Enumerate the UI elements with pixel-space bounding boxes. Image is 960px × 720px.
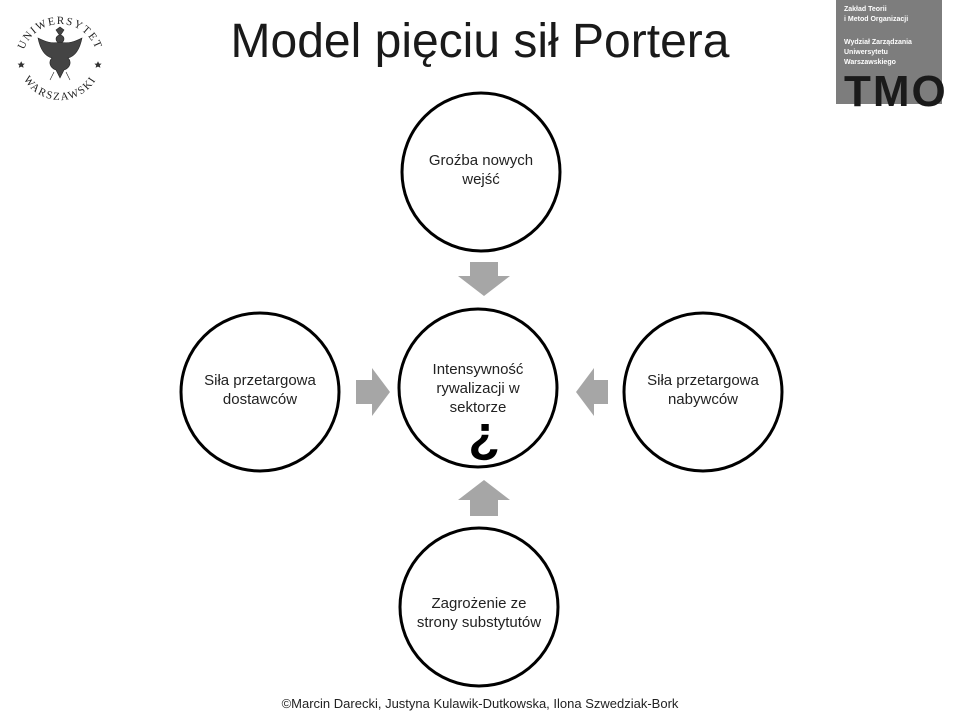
- node-top-label: Groźba nowych wejść: [428, 152, 534, 188]
- tmo-logo-line: Zakład Teorii: [844, 6, 887, 13]
- tmo-logo-line: Warszawskiego: [844, 59, 896, 66]
- arrow-up-shape: [458, 480, 510, 516]
- university-logo: UNIWERSYTET WARSZAWSKI: [16, 15, 103, 103]
- node-center-circle: [397, 307, 559, 469]
- tmo-logo-box: [836, 0, 942, 104]
- node-right-circle: [622, 311, 784, 473]
- node-left-circle: [179, 311, 341, 473]
- node-bottom-circle: [398, 526, 560, 688]
- node-top-circle: [400, 91, 562, 253]
- arrow-left-shape: [576, 368, 608, 416]
- tmo-logo: Zakład Teorii i Metod Organizacji Wydzia…: [836, 0, 960, 114]
- copyright-footer: ©Marcin Darecki, Justyna Kulawik-Dutkows…: [281, 696, 679, 711]
- node-center-label: Intensywność rywalizacji w sektorze: [432, 360, 524, 416]
- tmo-logo-line: i Metod Organizacji: [844, 16, 909, 23]
- eagle-emblem-icon: [37, 26, 83, 81]
- tmo-logo-big-text: TMO: [844, 67, 948, 116]
- tmo-logo-line: Uniwersytetu: [844, 49, 888, 56]
- arrow-down-shape: [458, 262, 510, 296]
- page-title: Model pięciu sił Portera: [230, 15, 730, 68]
- question-mark: ?: [468, 412, 500, 470]
- node-bottom-label: Zagrożenie ze strony substytutów: [416, 595, 542, 631]
- arrow-right-shape: [356, 368, 390, 416]
- node-left-label: Siła przetargowa dostawców: [204, 372, 316, 408]
- tmo-logo-line: Wydział Zarządzania: [844, 39, 912, 46]
- node-right-label: Siła przetargowa nabywców: [647, 372, 759, 408]
